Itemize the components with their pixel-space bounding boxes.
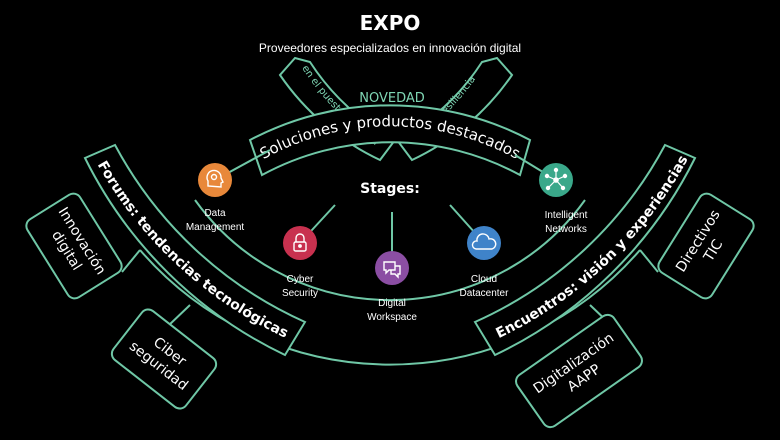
encuentros-band: Encuentros: visión y experiencias [473,143,697,357]
node-cloud-datacenter: Cloud Datacenter [460,226,510,299]
forums-band: Forums: tendencias tecnológicas [83,143,307,357]
node-workspace-label-2: Workspace [367,312,417,323]
outer-connector-arc [139,249,641,366]
stages-label: Stages: [360,181,420,197]
node-cyber-security: Cyber Security [282,226,318,299]
forums-band-shape [83,143,307,357]
lock-icon [283,226,317,260]
novedad-label: NOVEDAD [359,91,425,106]
cloud-icon [467,226,501,260]
encuentros-band-shape [473,143,697,357]
page-subtitle: Proveedores especializados en innovación… [259,41,521,55]
inner-connector-arc [194,199,586,302]
box-directivos-tic: Directivos TIC [657,192,755,300]
node-cloud-label-1: Cloud [471,274,497,285]
node-digital-workspace: Digital Workspace [367,251,417,323]
node-cloud-label-2: Datacenter [460,288,510,299]
connector-innovacion [121,249,141,273]
node-cyber-label-2: Security [282,288,318,299]
stages-band: Soluciones y productos destacados Stages… [248,104,532,197]
node-networks-label-2: Networks [545,224,587,235]
node-data-label-2: Management [186,222,245,233]
connector-ciber [167,304,191,327]
node-data-label-1: Data [204,208,226,219]
box-innovacion-digital: Innovación digital [25,192,123,300]
box-ciber-seguridad: Ciber seguridad [110,308,218,410]
connector-directivos [639,249,659,273]
node-cyber-label-1: Cyber [287,274,314,285]
stages-band-shape [248,104,532,177]
node-intelligent-networks: Intelligent Networks [539,163,588,235]
node-workspace-label-1: Digital [378,298,406,309]
chat-bubbles-icon [375,251,409,285]
node-networks-label-1: Intelligent [545,210,588,221]
page-title: EXPO [360,11,421,35]
node-data-management: Data Management [186,163,245,233]
